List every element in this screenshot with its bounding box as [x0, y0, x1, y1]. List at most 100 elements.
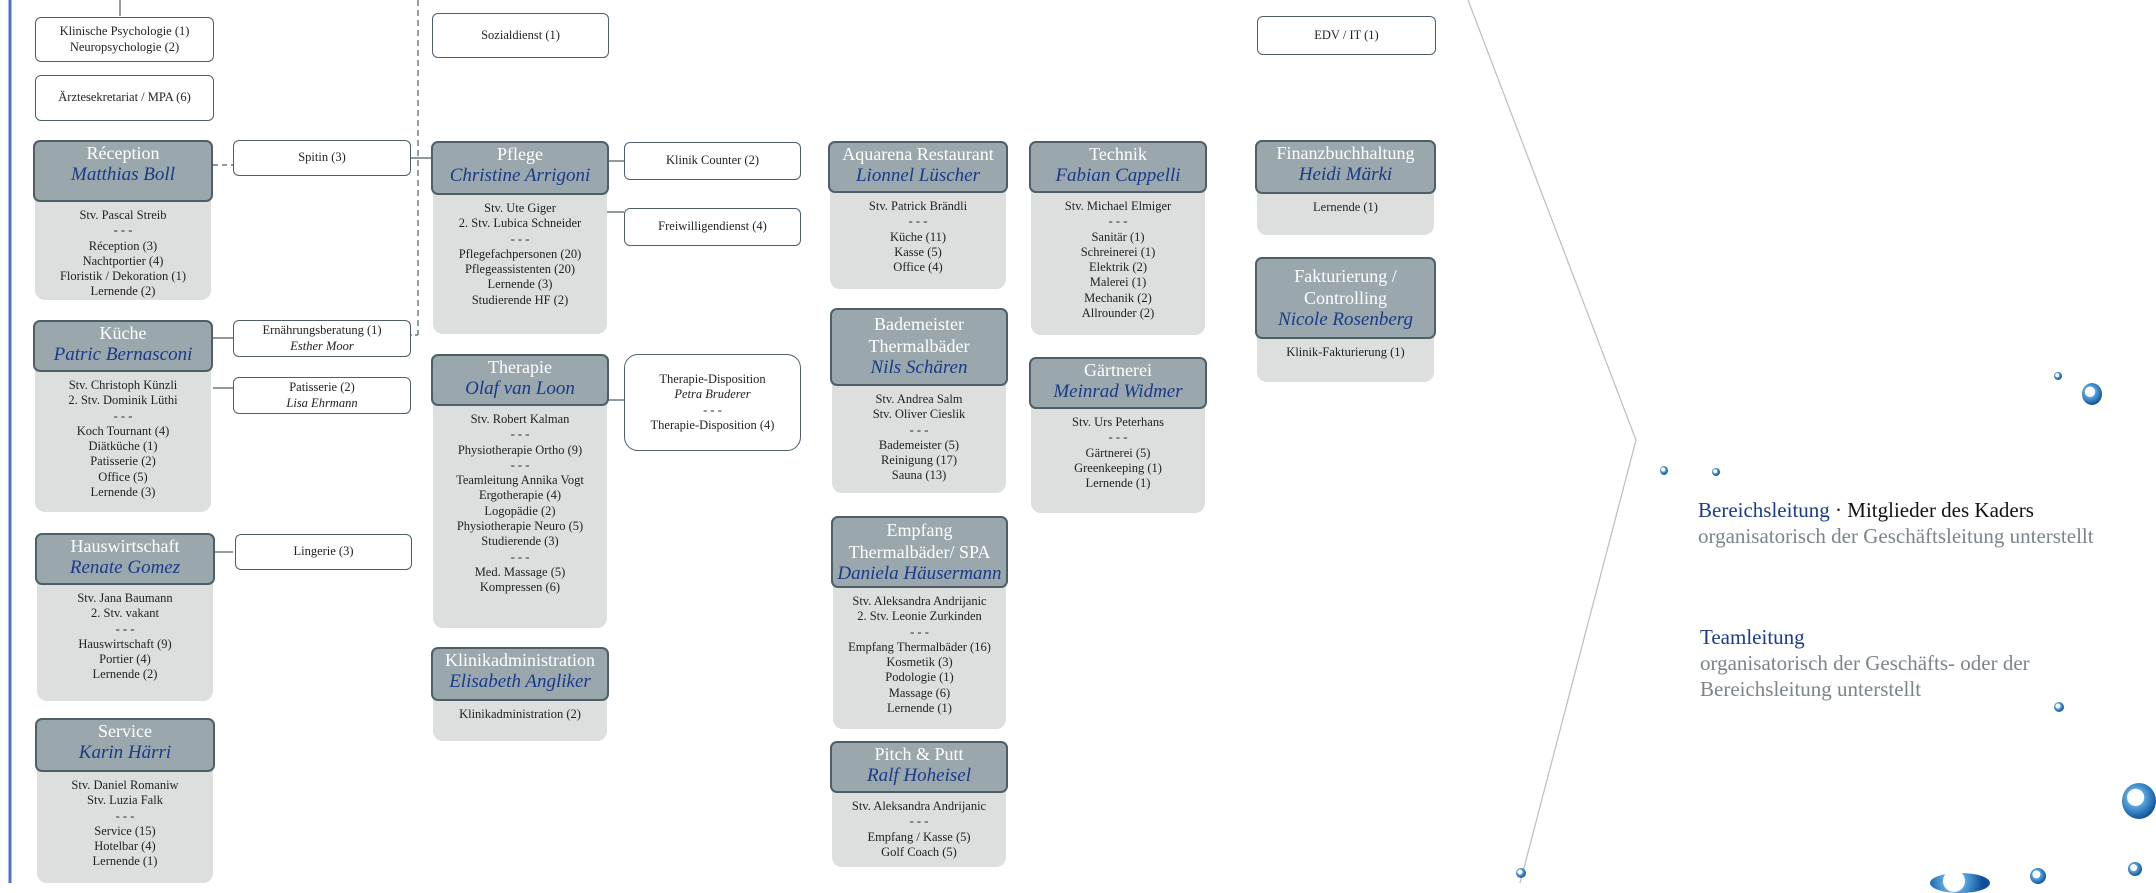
unit-line: - - -: [115, 808, 135, 823]
unit-line: Logopädie (2): [484, 503, 556, 518]
unit-title: Bademeister Thermalbäder: [868, 314, 970, 356]
unit-line: Reinigung (17): [880, 453, 958, 468]
unit-line: Empfang Thermalbäder (16): [848, 639, 991, 654]
unit-line: Sauna (13): [891, 468, 947, 483]
unit-body: Lernende (1): [1257, 194, 1434, 221]
unit-line: Lernende (1): [92, 854, 158, 869]
unit-title: Gärtnerei: [1084, 360, 1152, 380]
box-line: Spitin (3): [298, 150, 346, 165]
unit-body: Stv. Jana Baumann 2. Stv. vakant - - - H…: [37, 585, 213, 689]
unit-line: Schreinerei (1): [1080, 244, 1156, 259]
unit-header: Pitch & Putt Ralf Hoheisel: [830, 741, 1008, 793]
ernaehrung-box: Ernährungsberatung (1) Esther Moor: [233, 320, 411, 357]
unit-line: Lernende (1): [1313, 200, 1378, 214]
unit-body: Stv. Pascal Streib - - - Réception (3) N…: [35, 202, 211, 306]
unit-line: Stv. Jana Baumann: [77, 591, 173, 605]
unit-title: Réception: [86, 143, 160, 163]
unit-line: Stv. Patrick Brändli: [868, 199, 968, 213]
unit-line: Lernende (2): [90, 284, 156, 299]
spitin-box: Spitin (3): [233, 140, 411, 176]
unit-line: 2. Stv. Leonie Zurkinden: [857, 609, 982, 624]
bubble-decoration: [2030, 868, 2046, 884]
unit-line: Stv. Luzia Falk: [87, 793, 163, 808]
unit-line: Gärtnerei (5): [1085, 445, 1151, 460]
unit-line: Lernende (1): [887, 701, 952, 716]
unit-kueche: Küche Patric Bernasconi Stv. Christoph K…: [33, 320, 213, 512]
unit-line: Bademeister (5): [878, 437, 960, 452]
unit-leader: Karin Härri: [78, 742, 172, 763]
box-line: Therapie-Disposition (4): [650, 418, 775, 432]
unit-title: Therapie: [488, 357, 552, 377]
unit-line: Stv. Daniel Romaniw: [71, 778, 179, 792]
legend-team-desc: organisatorisch der Geschäfts- oder der …: [1700, 651, 2030, 701]
unit-line: - - -: [115, 621, 135, 636]
bubble-decoration: [2128, 862, 2142, 876]
unit-header: Therapie Olaf van Loon: [431, 354, 609, 406]
unit-line: Kasse (5): [894, 244, 942, 259]
legend-teamleitung: Teamleitung organisatorisch der Geschäft…: [1700, 624, 2120, 702]
unit-finanzbuchhaltung: Finanzbuchhaltung Heidi Märki Lernende (…: [1255, 140, 1436, 235]
unit-leader: Olaf van Loon: [465, 378, 575, 399]
unit-leader: Elisabeth Angliker: [449, 671, 591, 692]
unit-reception: Réception Matthias Boll Stv. Pascal Stre…: [33, 140, 213, 300]
unit-aquarena: Aquarena Restaurant Lionnel Lüscher Stv.…: [828, 141, 1008, 289]
unit-leader: Christine Arrigoni: [449, 165, 591, 186]
unit-line: Service (15): [94, 823, 156, 838]
box-line: Klinik Counter (2): [665, 153, 760, 168]
unit-gaertnerei: Gärtnerei Meinrad Widmer Stv. Urs Peterh…: [1029, 357, 1207, 513]
unit-line: - - -: [510, 457, 530, 472]
unit-line: Koch Tournant (4): [76, 423, 170, 438]
unit-line: Stv. Ute Giger: [484, 201, 556, 215]
unit-title: Pitch & Putt: [874, 744, 964, 764]
unit-header: Technik Fabian Cappelli: [1029, 141, 1207, 193]
unit-line: Réception (3): [88, 238, 158, 253]
unit-line: - - -: [908, 214, 928, 229]
unit-header: Gärtnerei Meinrad Widmer: [1029, 357, 1207, 409]
bubble-decoration: [2082, 383, 2102, 405]
unit-header: Fakturierung / Controlling Nicole Rosenb…: [1255, 257, 1436, 339]
lingerie-box: Lingerie (3): [235, 534, 412, 570]
bubble-decoration: [2054, 702, 2064, 712]
unit-title: Pflege: [497, 144, 543, 164]
unit-line: Lernende (1): [1085, 476, 1151, 491]
unit-line: Stv. Pascal Streib: [79, 208, 167, 222]
unit-line: Stv. Andrea Salm: [875, 392, 963, 406]
unit-body: Klinik-Fakturierung (1): [1257, 339, 1434, 366]
unit-line: 2. Stv. vakant: [91, 606, 159, 621]
unit-service: Service Karin Härri Stv. Daniel Romaniw …: [35, 718, 215, 883]
klinik-counter-box: Klinik Counter (2): [624, 142, 801, 180]
unit-body: Stv. Urs Peterhans - - - Gärtnerei (5) G…: [1031, 409, 1205, 497]
unit-title: Empfang Thermalbäder/ SPA: [848, 520, 991, 562]
unit-therapie: Therapie Olaf van Loon Stv. Robert Kalma…: [431, 354, 609, 628]
unit-line: Ergotherapie (4): [478, 488, 562, 503]
bubble-decoration: [1930, 873, 1990, 893]
unit-title: Klinikadministration: [445, 650, 595, 670]
unit-line: Portier (4): [99, 652, 151, 667]
unit-body: Stv. Aleksandra Andrijanic 2. Stv. Leoni…: [833, 588, 1006, 722]
unit-line: Küche (11): [889, 229, 947, 244]
unit-line: - - -: [909, 422, 929, 437]
box-line: Ärztesekretariat / MPA (6): [58, 90, 191, 105]
unit-line: 2. Stv. Dominik Lüthi: [68, 393, 178, 408]
unit-line: Empfang / Kasse (5): [867, 829, 971, 844]
box-line: Therapie-Disposition: [659, 371, 766, 386]
unit-line: Office (4): [893, 260, 943, 275]
unit-header: Réception Matthias Boll: [33, 140, 213, 202]
unit-line: Kosmetik (3): [886, 655, 953, 670]
unit-title: Service: [98, 721, 152, 741]
unit-line: Stv. Robert Kalman: [470, 412, 570, 426]
unit-leader: Patric Bernasconi: [53, 344, 193, 365]
unit-line: - - -: [510, 231, 530, 246]
box-line: Petra Bruderer: [674, 387, 751, 401]
unit-line: Elektrik (2): [1089, 260, 1147, 275]
unit-header: Aquarena Restaurant Lionnel Lüscher: [828, 141, 1008, 193]
unit-line: - - -: [113, 223, 133, 238]
unit-body: Klinikadministration (2): [433, 701, 607, 728]
legend-bereichsleitung: Bereichsleitung · Mitglieder des Kaders …: [1698, 497, 2153, 549]
unit-header: Küche Patric Bernasconi: [33, 320, 213, 372]
unit-line: Nachtportier (4): [82, 253, 164, 268]
box-line: EDV / IT (1): [1314, 27, 1379, 42]
unit-leader: Renate Gomez: [69, 557, 181, 578]
unit-line: Stv. Aleksandra Andrijanic: [852, 594, 987, 608]
